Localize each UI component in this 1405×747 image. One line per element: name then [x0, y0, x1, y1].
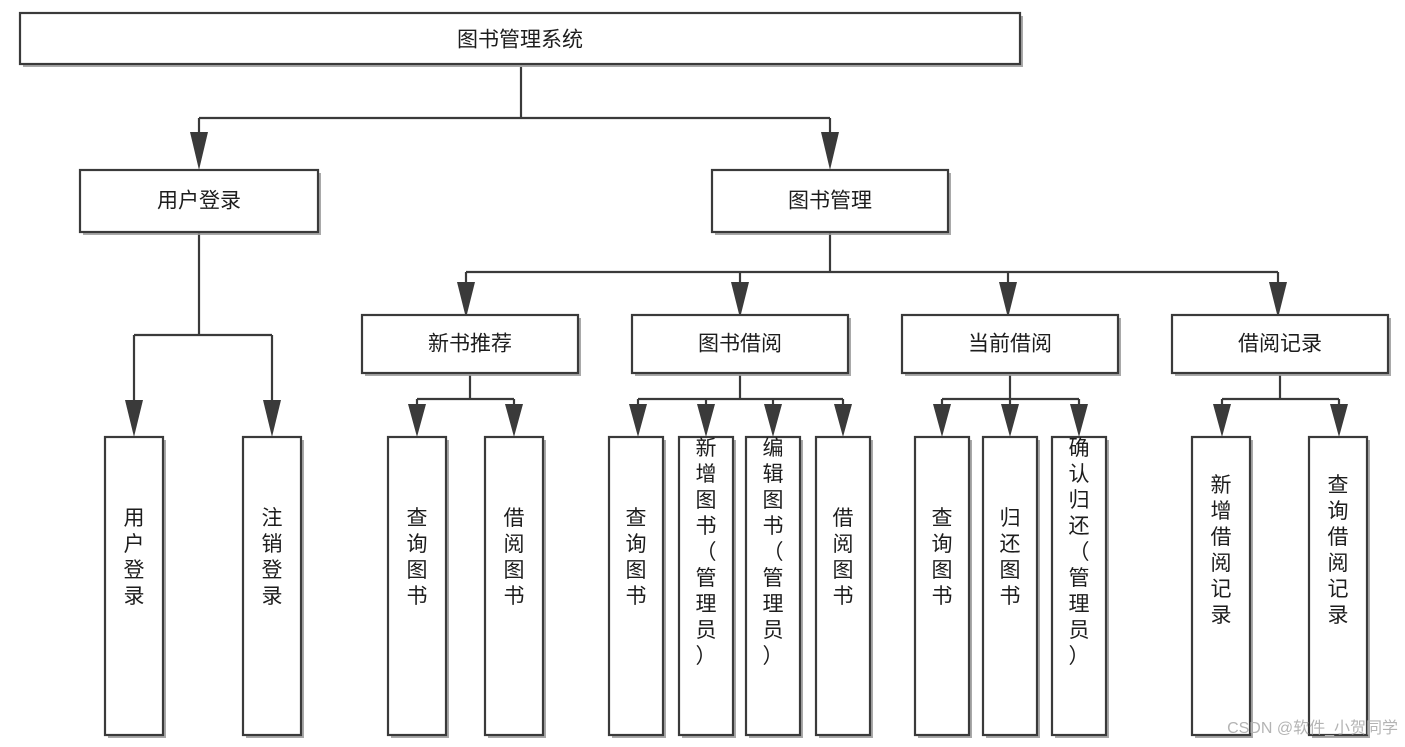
leaf-new-book-2-label: 借阅图书 — [504, 507, 525, 608]
node-current-borrow[interactable]: 当前借阅 — [900, 313, 1121, 376]
node-book-borrow[interactable]: 图书借阅 — [630, 313, 851, 376]
leaf-book-borrow-4-box — [814, 435, 872, 737]
arrow-head-book-borrow-leaf-3 — [764, 404, 782, 437]
leaf-book-borrow-3[interactable]: 编辑图书（管理员） — [744, 435, 803, 738]
leaf-new-book-2[interactable]: 借阅图书 — [483, 435, 546, 738]
leaf-current-borrow-1[interactable]: 查询图书 — [913, 435, 972, 738]
leaf-current-borrow-2-box — [981, 435, 1039, 737]
watermark-label: CSDN @软件_小贺同学 — [1227, 719, 1398, 737]
leaf-book-borrow-2-label: 新增图书（管理员） — [696, 437, 717, 668]
node-borrow-record-box — [1170, 313, 1390, 375]
arrow-head-current-borrow-leaf-3 — [1070, 404, 1088, 437]
node-user-login[interactable]: 用户登录 — [78, 168, 321, 235]
node-user-login-box — [78, 168, 320, 234]
node-new-book-label: 新书推荐 — [428, 333, 512, 356]
leaf-borrow-record-1[interactable]: 新增借阅记录 — [1190, 435, 1253, 738]
arrow-head-book-mgmt — [821, 132, 839, 170]
leaf-book-borrow-4[interactable]: 借阅图书 — [814, 435, 873, 738]
arrow-head-user-login-leaf-1 — [125, 400, 143, 437]
arrow-head-borrow-record-leaf-2 — [1330, 404, 1348, 437]
node-current-borrow-label: 当前借阅 — [968, 333, 1052, 356]
arrow-head-user-login-leaf-2 — [263, 400, 281, 437]
leaf-borrow-record-2[interactable]: 查询借阅记录 — [1307, 435, 1370, 738]
node-borrow-record[interactable]: 借阅记录 — [1170, 313, 1391, 376]
leaf-current-borrow-1-box — [913, 435, 971, 737]
arrow-head-current-borrow-leaf-2 — [1001, 404, 1019, 437]
arrow-head-borrow-record — [1269, 282, 1287, 318]
node-borrow-record-label: 借阅记录 — [1238, 333, 1322, 356]
node-root-box — [18, 11, 1022, 66]
leaf-user-login-1-box — [103, 435, 165, 737]
leaf-new-book-1-box — [386, 435, 448, 737]
leaf-book-borrow-1-label: 查询图书 — [626, 507, 647, 608]
arrow-head-current-borrow — [999, 282, 1017, 318]
node-book-mgmt-label: 图书管理 — [788, 190, 872, 213]
arrow-head-book-borrow-leaf-2 — [697, 404, 715, 437]
leaf-current-borrow-3[interactable]: 确认归还（管理员） — [1050, 435, 1109, 738]
leaf-user-login-1-label: 用户登录 — [124, 507, 145, 608]
arrow-head-book-borrow — [731, 282, 749, 318]
arrow-head-current-borrow-leaf-1 — [933, 404, 951, 437]
leaf-user-login-2-label: 注销登录 — [262, 507, 283, 608]
node-book-borrow-box — [630, 313, 850, 375]
node-book-mgmt-box — [710, 168, 950, 234]
node-current-borrow-box — [900, 313, 1120, 375]
leaf-user-login-2[interactable]: 注销登录 — [241, 435, 304, 738]
leaf-borrow-record-2-label: 查询借阅记录 — [1328, 474, 1349, 627]
leaf-book-borrow-3-label: 编辑图书（管理员） — [763, 437, 784, 668]
leaf-current-borrow-2[interactable]: 归还图书 — [981, 435, 1040, 738]
leaf-current-borrow-2-label: 归还图书 — [1000, 507, 1021, 608]
leaf-new-book-2-box — [483, 435, 545, 737]
leaf-book-borrow-3-box — [744, 435, 802, 737]
leaf-current-borrow-3-box — [1050, 435, 1108, 737]
arrow-head-book-borrow-leaf-1 — [629, 404, 647, 437]
arrow-head-borrow-record-leaf-1 — [1213, 404, 1231, 437]
arrow-head-new-book-leaf-1 — [408, 404, 426, 437]
leaf-book-borrow-1-box — [607, 435, 665, 737]
leaf-user-login-1[interactable]: 用户登录 — [103, 435, 166, 738]
arrow-head-new-book-leaf-2 — [505, 404, 523, 437]
arrow-head-user-login — [190, 132, 208, 170]
leaf-user-login-2-box — [241, 435, 303, 737]
node-new-book-box — [360, 313, 580, 375]
arrow-head-book-borrow-leaf-4 — [834, 404, 852, 437]
leaf-new-book-1-label: 查询图书 — [407, 507, 428, 608]
leaf-current-borrow-3-label: 确认归还（管理员） — [1069, 437, 1090, 668]
leaf-new-book-1[interactable]: 查询图书 — [386, 435, 449, 738]
leaf-borrow-record-1-label: 新增借阅记录 — [1211, 474, 1232, 627]
leaf-book-borrow-2[interactable]: 新增图书（管理员） — [677, 435, 736, 738]
leaf-borrow-record-2-box — [1307, 435, 1369, 737]
leaf-current-borrow-1-label: 查询图书 — [932, 507, 953, 608]
arrow-head-new-book — [457, 282, 475, 318]
node-root-label: 图书管理系统 — [457, 29, 583, 52]
node-book-borrow-label: 图书借阅 — [698, 333, 782, 356]
leaf-book-borrow-4-label: 借阅图书 — [833, 507, 854, 608]
node-root[interactable]: 图书管理系统 — [18, 11, 1023, 67]
node-book-mgmt[interactable]: 图书管理 — [710, 168, 951, 235]
node-new-book[interactable]: 新书推荐 — [360, 313, 581, 376]
leaf-book-borrow-1[interactable]: 查询图书 — [607, 435, 666, 738]
leaf-book-borrow-2-box — [677, 435, 735, 737]
node-user-login-label: 用户登录 — [157, 190, 241, 213]
leaf-borrow-record-1-box — [1190, 435, 1252, 737]
connector-layer — [125, 67, 1348, 437]
